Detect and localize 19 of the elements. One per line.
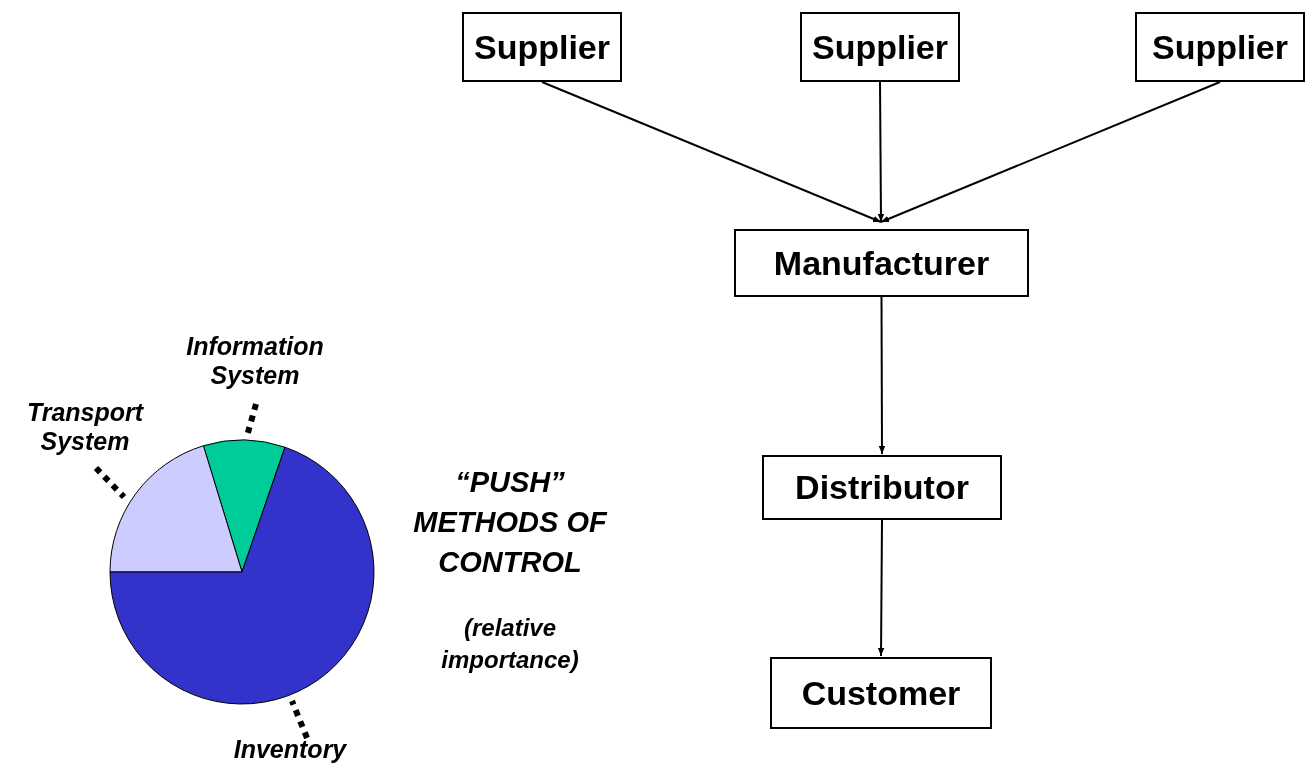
slice-label: Transport System [5, 398, 165, 456]
process-box: Supplier [800, 12, 960, 82]
leader-line [93, 465, 127, 500]
leader-line [289, 699, 310, 740]
process-box: Customer [770, 657, 992, 729]
arrow [878, 296, 886, 455]
arrow [877, 519, 885, 657]
slice-label: Information System [170, 332, 340, 390]
arrow [877, 81, 885, 223]
process-box: Supplier [462, 12, 622, 82]
leader-line [244, 403, 259, 437]
process-box: Distributor [762, 455, 1002, 520]
chart-subtitle: (relative importance) [440, 613, 580, 675]
arrow [541, 81, 882, 223]
arrow [880, 81, 1221, 223]
chart-title: “PUSH” METHODS OF CONTROL [412, 465, 609, 580]
process-box: Supplier [1135, 12, 1305, 82]
process-box: Manufacturer [734, 229, 1029, 297]
slice-label: Inventory [200, 735, 380, 764]
